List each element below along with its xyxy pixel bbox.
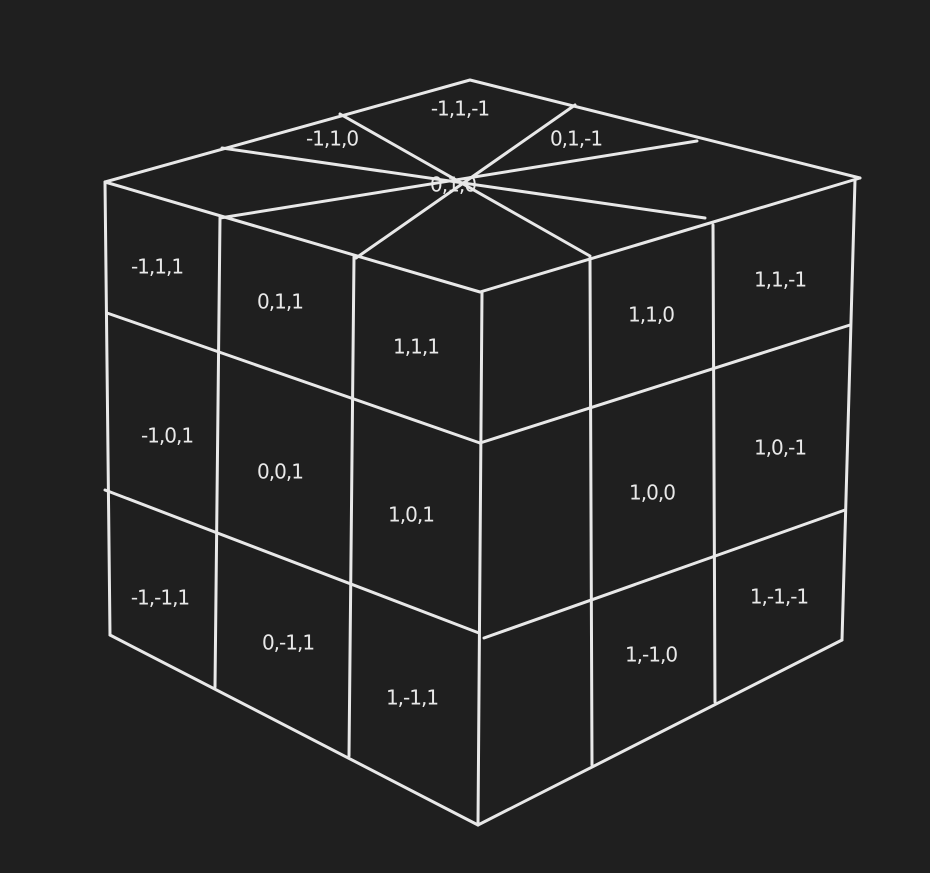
cube-edges	[103, 78, 862, 827]
right-face-outer-edge	[840, 178, 857, 642]
cell-label-right-r1c1: 1,1,0	[628, 303, 674, 327]
right-face-bottom-edge	[476, 638, 844, 827]
top-grid-line-4	[218, 139, 699, 220]
cell-label-top-left-back: -1,1,0	[306, 127, 358, 151]
cell-label-right-r3c2: 1,-1,-1	[750, 585, 808, 609]
cell-label-left-r1c1: -1,1,1	[131, 255, 183, 279]
cell-label-left-r2c2: 0,0,1	[257, 460, 303, 484]
top-grid-line-2	[338, 112, 592, 258]
right-grid-horizontal-2	[482, 508, 847, 640]
cell-label-left-r1c2: 0,1,1	[257, 290, 303, 314]
left-grid-horizontal-2	[103, 488, 481, 635]
cell-label-left-r2c1: -1,0,1	[141, 424, 193, 448]
cell-label-right-r2c2: 1,0,-1	[754, 436, 806, 460]
top-front-edges	[103, 176, 862, 294]
right-grid-horizontal-1	[478, 323, 852, 445]
front-corner-edge	[476, 290, 484, 827]
cell-label-left-r3c3: 1,-1,1	[386, 686, 438, 710]
left-grid-vertical-2	[347, 255, 356, 758]
left-face-outer-edge	[103, 180, 112, 637]
cell-label-right-r1c2: 1,1,-1	[754, 268, 806, 292]
cell-label-right-r3c1: 1,-1,0	[625, 643, 677, 667]
left-face-bottom-edge	[108, 633, 480, 827]
cell-label-top-center: 0,1,0	[430, 173, 476, 197]
right-grid-vertical-2	[711, 223, 717, 704]
cell-label-left-r1c3: 1,1,1	[393, 335, 439, 359]
cell-label-right-r2c1: 1,0,0	[629, 481, 675, 505]
cell-label-left-r2c3: 1,0,1	[388, 503, 434, 527]
cell-label-top-back: -1,1,-1	[431, 97, 489, 121]
cube-labels: -1,1,-1 -1,1,0 0,1,-1 0,1,0 -1,1,1 0,1,1…	[131, 97, 809, 710]
left-grid-horizontal-1	[105, 311, 482, 445]
right-grid-vertical-1	[588, 256, 594, 767]
left-grid-vertical-1	[213, 216, 222, 689]
top-grid-line-3	[354, 103, 577, 260]
cell-label-left-r3c2: 0,-1,1	[262, 631, 314, 655]
cell-label-left-r3c1: -1,-1,1	[131, 586, 189, 610]
cell-label-top-right-back: 0,1,-1	[550, 127, 602, 151]
